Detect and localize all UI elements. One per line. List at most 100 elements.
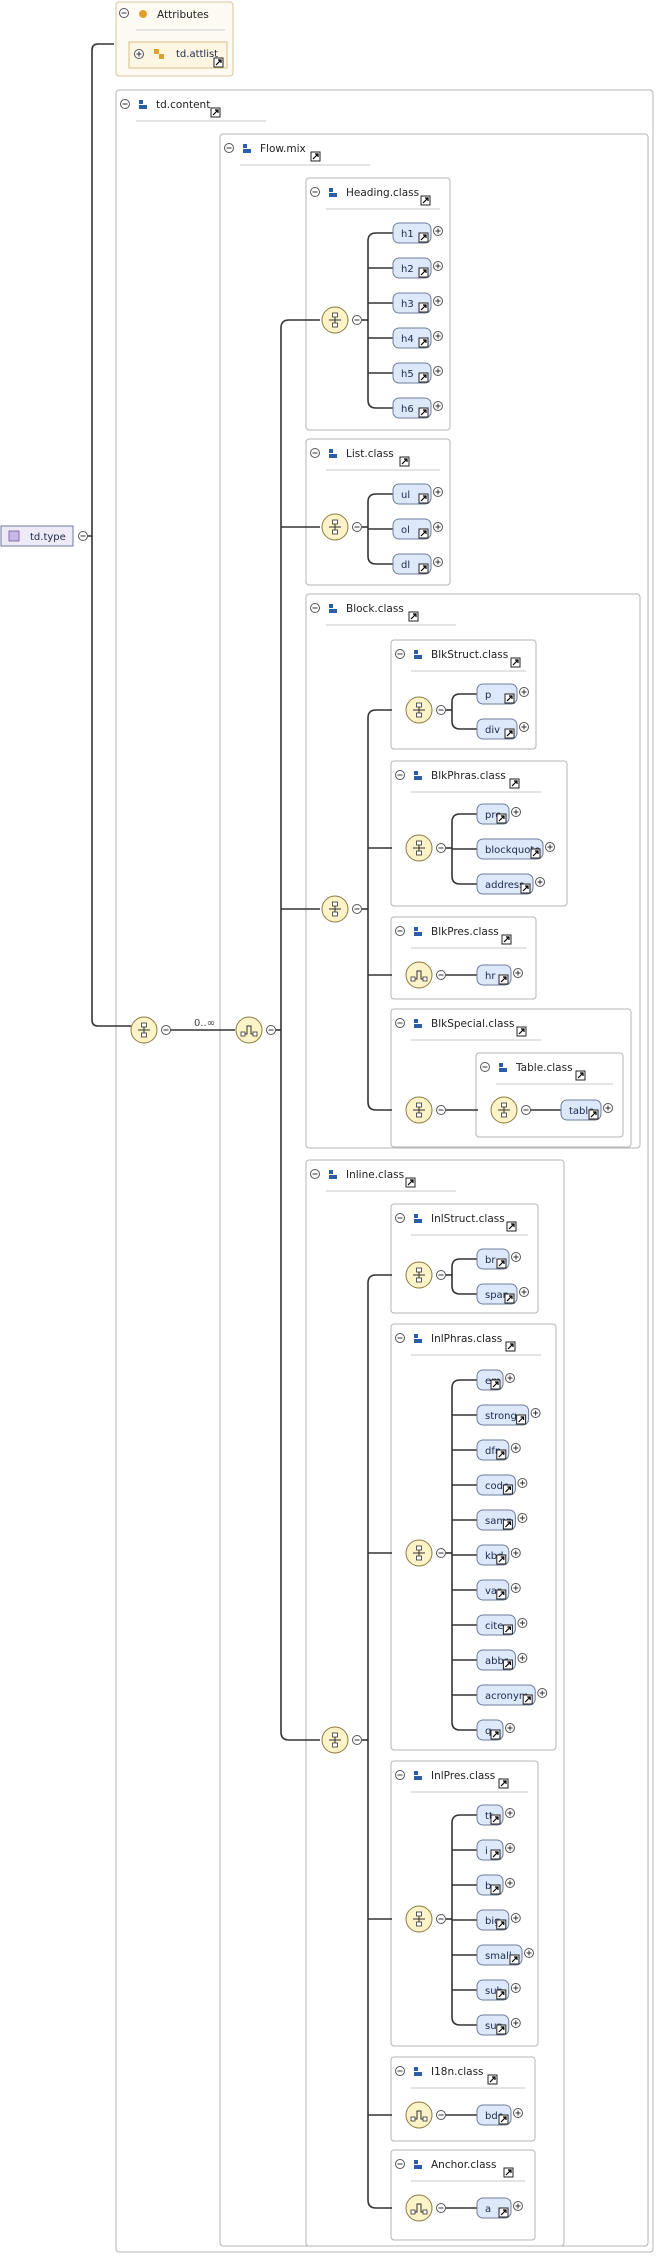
reference-arrow-icon[interactable] (504, 693, 515, 704)
expand-icon[interactable] (134, 49, 144, 59)
reference-arrow-icon[interactable] (516, 1026, 527, 1037)
sequence-compositor-icon[interactable] (405, 696, 433, 724)
attlist-item[interactable]: td.attlist (128, 41, 228, 69)
heading-element-h1[interactable]: h1 (392, 222, 443, 244)
reference-arrow-icon[interactable] (418, 372, 429, 383)
collapse-icon[interactable] (119, 8, 129, 18)
blkphras-element-blockquote[interactable]: blockquote (476, 838, 555, 860)
choice-compositor-circle[interactable] (235, 1016, 263, 1044)
reference-arrow-icon[interactable] (490, 1379, 501, 1390)
reference-arrow-icon[interactable] (498, 2114, 509, 2125)
collapse-icon[interactable] (395, 649, 405, 659)
expand-icon[interactable] (510, 1983, 521, 1993)
sequence-compositor-icon[interactable] (321, 1726, 349, 1754)
collapse-icon[interactable] (436, 970, 446, 980)
inlphras-element-abbr[interactable]: abbr (476, 1649, 528, 1671)
reference-arrow-icon[interactable] (502, 1624, 513, 1635)
expand-icon[interactable] (505, 1723, 515, 1733)
reference-arrow-icon[interactable] (498, 1778, 509, 1789)
reference-arrow-icon[interactable] (510, 657, 521, 668)
inlphras-element-em[interactable]: em (476, 1369, 515, 1391)
expand-icon[interactable] (505, 1843, 515, 1853)
expand-icon[interactable] (511, 1252, 521, 1262)
inlpres-element-sup[interactable]: sup (476, 2014, 521, 2036)
reference-arrow-icon[interactable] (418, 232, 429, 243)
blkpres-element-hr[interactable]: hr (476, 964, 523, 986)
reference-arrow-icon[interactable] (588, 1109, 599, 1120)
reference-arrow-icon[interactable] (506, 1221, 517, 1232)
table-element-table[interactable]: table (560, 1099, 613, 1121)
expand-icon[interactable] (513, 968, 523, 978)
collapse-icon[interactable] (120, 99, 130, 109)
reference-arrow-icon[interactable] (502, 1519, 513, 1530)
expand-icon[interactable] (519, 1287, 529, 1297)
reference-arrow-icon[interactable] (418, 267, 429, 278)
reference-arrow-icon[interactable] (418, 528, 429, 539)
reference-arrow-icon[interactable] (490, 1884, 501, 1895)
collapse-icon[interactable] (436, 843, 446, 853)
expand-icon[interactable] (505, 1373, 515, 1383)
sequence-compositor-icon[interactable] (321, 306, 349, 334)
inlphras-element-acronym-box[interactable] (476, 1684, 536, 1706)
expand-icon[interactable] (535, 877, 545, 887)
inlphras-element-var[interactable]: var (476, 1579, 521, 1601)
reference-arrow-icon[interactable] (408, 611, 419, 622)
sequence-compositor-icon[interactable] (321, 895, 349, 923)
expand-icon[interactable] (519, 722, 529, 732)
collapse-icon[interactable] (436, 1548, 446, 1558)
expand-icon[interactable] (433, 366, 443, 376)
reference-arrow-icon[interactable] (530, 848, 541, 859)
inlphras-element-acronym[interactable]: acronym (476, 1684, 548, 1706)
collapse-icon[interactable] (352, 522, 362, 532)
choice-compositor-icon[interactable] (235, 1016, 263, 1044)
reference-arrow-icon[interactable] (504, 728, 515, 739)
sequence-compositor-icon[interactable] (405, 1905, 433, 1933)
attlist-box[interactable] (128, 41, 228, 69)
inlphras-element-q[interactable]: q (476, 1719, 515, 1741)
reference-arrow-icon[interactable] (502, 1659, 513, 1670)
blkstruct-element-p[interactable]: p (476, 683, 529, 705)
sequence-compositor-icon[interactable] (405, 1539, 433, 1567)
expand-icon[interactable] (545, 842, 555, 852)
reference-arrow-icon[interactable] (310, 151, 321, 162)
reference-arrow-icon[interactable] (496, 813, 507, 824)
expand-icon[interactable] (517, 1478, 528, 1488)
collapse-icon[interactable] (78, 531, 88, 541)
expand-icon[interactable] (517, 1618, 528, 1628)
collapse-icon[interactable] (395, 1770, 405, 1780)
blkstruct-element-div[interactable]: div (476, 718, 529, 740)
sequence-compositor-icon[interactable] (405, 834, 433, 862)
expand-icon[interactable] (510, 1443, 521, 1453)
collapse-icon[interactable] (480, 1062, 490, 1072)
reference-arrow-icon[interactable] (575, 1070, 586, 1081)
collapse-icon[interactable] (395, 1018, 405, 1028)
collapse-icon[interactable] (395, 1213, 405, 1223)
expand-icon[interactable] (433, 487, 443, 497)
inlpres-element-tt[interactable]: tt (476, 1804, 515, 1826)
sequence-compositor-icon[interactable] (405, 1096, 433, 1124)
list-element-dl[interactable]: dl (392, 553, 443, 575)
expand-icon[interactable] (433, 296, 443, 306)
inlphras-element-strong-box[interactable] (476, 1404, 530, 1426)
heading-element-h5[interactable]: h5 (392, 362, 443, 384)
collapse-icon[interactable] (436, 1105, 446, 1115)
sequence-compositor-icon[interactable] (405, 1261, 433, 1289)
heading-element-h3[interactable]: h3 (392, 292, 443, 314)
reference-arrow-icon[interactable] (496, 1589, 507, 1600)
expand-icon[interactable] (433, 331, 443, 341)
expand-icon[interactable] (433, 401, 443, 411)
reference-arrow-icon[interactable] (496, 2024, 507, 2035)
reference-arrow-icon[interactable] (405, 1177, 416, 1188)
reference-arrow-icon[interactable] (487, 2074, 498, 2085)
sequence-compositor-icon[interactable] (490, 1096, 518, 1124)
reference-arrow-icon[interactable] (490, 1729, 501, 1740)
choice-compositor-circle[interactable] (405, 2101, 433, 2129)
sequence-compositor-icon[interactable] (321, 513, 349, 541)
blkphras-element-pre[interactable]: pre (476, 803, 521, 825)
inlphras-element-dfn[interactable]: dfn (476, 1439, 521, 1461)
reference-arrow-icon[interactable] (496, 1449, 507, 1460)
blkphras-element-address-box[interactable] (476, 873, 534, 895)
reference-arrow-icon[interactable] (522, 1694, 533, 1705)
reference-arrow-icon[interactable] (509, 1954, 520, 1965)
collapse-icon[interactable] (310, 187, 320, 197)
